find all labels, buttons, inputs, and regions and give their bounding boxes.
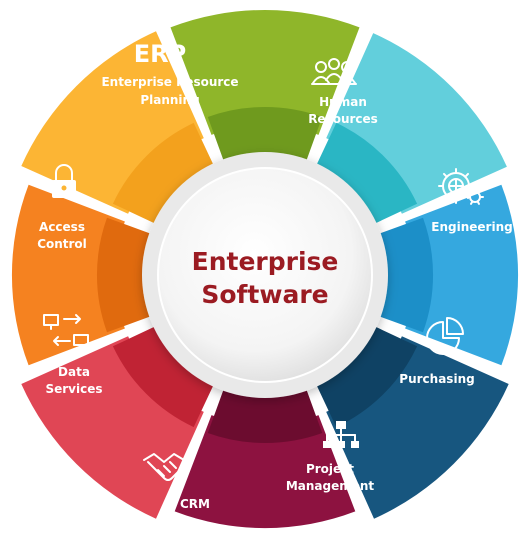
segment-inner-ds bbox=[96, 217, 153, 333]
segment-label-erp-1: Enterprise Resource bbox=[101, 75, 238, 89]
segment-label-ac-1: Access bbox=[39, 220, 85, 234]
gears-globe-icon bbox=[438, 168, 484, 205]
segment-label-pur-1: Purchasing bbox=[399, 372, 474, 386]
pie-chart-icon bbox=[426, 317, 464, 355]
data-transfer-icon bbox=[43, 314, 89, 350]
handshake-icon bbox=[143, 453, 193, 481]
hub-title-line1: Enterprise bbox=[192, 247, 339, 276]
hub-title-line2: Software bbox=[201, 280, 328, 309]
segment-inner-pm bbox=[207, 387, 323, 444]
segment-inner-erp bbox=[207, 106, 323, 163]
segment-inner-hr bbox=[315, 122, 418, 225]
segment-label-hr-2: Resources bbox=[308, 112, 378, 126]
segment-inner-crm bbox=[112, 325, 215, 428]
segment-eng bbox=[405, 184, 519, 366]
segment-label-pm-2: Management bbox=[286, 479, 375, 493]
segment-label-crm-1: CRM bbox=[180, 497, 210, 511]
hub-circle bbox=[157, 167, 373, 383]
segment-inner-pur bbox=[315, 325, 418, 428]
segment-label-ds-1: Data bbox=[58, 365, 90, 379]
segment-erp bbox=[170, 9, 360, 135]
people-icon bbox=[311, 58, 357, 85]
segment-pm bbox=[174, 415, 356, 529]
segment-label-ds-2: Services bbox=[45, 382, 102, 396]
segment-label-erp-2: Planning bbox=[140, 93, 199, 107]
lock-icon bbox=[52, 164, 76, 198]
segment-title-erp: ERP bbox=[134, 40, 186, 68]
segment-label-hr-1: Human bbox=[319, 95, 367, 109]
segment-label-ac-2: Control bbox=[37, 237, 87, 251]
segment-inner-ac bbox=[112, 122, 215, 225]
segment-label-eng-1: Engineering bbox=[431, 220, 512, 234]
org-chart-icon bbox=[323, 421, 359, 448]
segment-ds bbox=[11, 184, 125, 366]
segment-inner-eng bbox=[377, 217, 434, 333]
inner-segment-ring bbox=[96, 106, 434, 444]
segment-label-pm-1: Project bbox=[306, 462, 354, 476]
